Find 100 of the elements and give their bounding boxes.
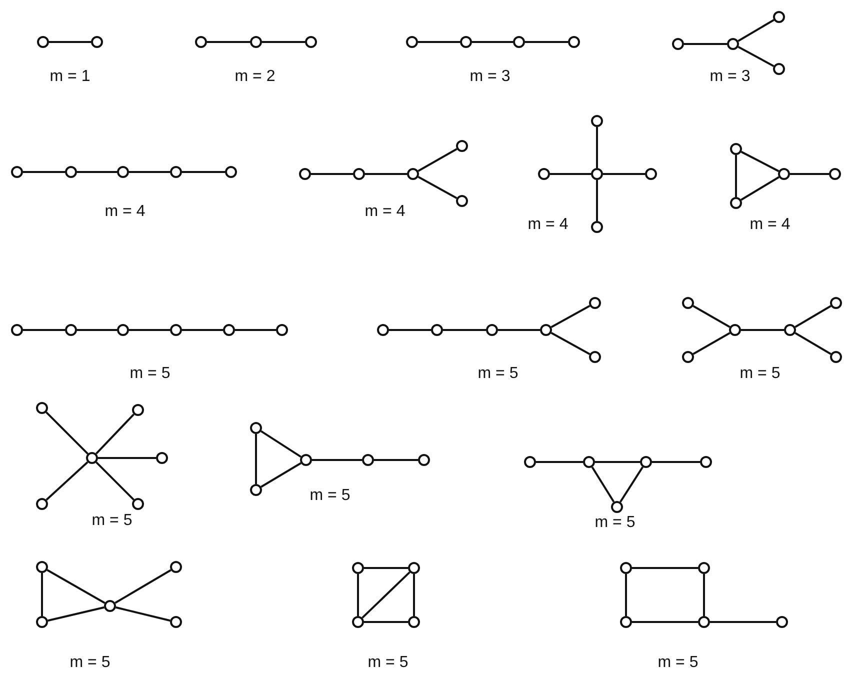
edge-line xyxy=(443,329,486,331)
edge-line xyxy=(418,148,458,172)
vertex-circle xyxy=(682,297,694,309)
edge-line xyxy=(235,329,276,331)
vertex-circle xyxy=(730,143,742,155)
edge-line xyxy=(625,574,627,616)
edge-line xyxy=(536,461,583,463)
edge-line xyxy=(418,41,460,43)
vertex-circle xyxy=(640,456,652,468)
vertex-circle xyxy=(682,351,694,363)
vertex-circle xyxy=(773,63,785,75)
edge-line xyxy=(311,173,353,175)
vertex-circle xyxy=(117,324,129,336)
edge-line xyxy=(740,150,780,172)
edge-count-label: m = 5 xyxy=(130,365,170,383)
vertex-circle xyxy=(195,36,207,48)
edge-line xyxy=(525,41,568,43)
vertex-circle xyxy=(408,562,420,574)
vertex-circle xyxy=(65,166,77,178)
edge-line xyxy=(365,173,407,175)
vertex-circle xyxy=(36,616,48,628)
vertex-circle xyxy=(700,456,712,468)
edge-line xyxy=(129,329,170,331)
vertex-circle xyxy=(829,168,841,180)
edge-line xyxy=(23,329,65,331)
edge-count-label: m = 5 xyxy=(92,512,132,530)
vertex-circle xyxy=(456,195,468,207)
edge-line xyxy=(498,329,540,331)
edge-count-label: m = 5 xyxy=(368,654,408,672)
edge-line xyxy=(692,332,730,355)
vertex-circle xyxy=(672,38,684,50)
vertex-circle xyxy=(776,616,788,628)
vertex-circle xyxy=(583,456,595,468)
vertex-circle xyxy=(773,11,785,23)
vertex-circle xyxy=(250,36,262,48)
vertex-circle xyxy=(362,454,374,466)
vertex-circle xyxy=(460,36,472,48)
vertex-circle xyxy=(611,501,623,513)
vertex-circle xyxy=(250,422,262,434)
edge-count-label: m = 5 xyxy=(740,365,780,383)
edge-line xyxy=(41,573,43,616)
vertex-circle xyxy=(730,197,742,209)
edge-count-label: m = 5 xyxy=(478,365,518,383)
vertex-circle xyxy=(486,324,498,336)
edge-line xyxy=(710,621,776,623)
edge-line xyxy=(182,329,223,331)
vertex-circle xyxy=(170,324,182,336)
edge-line xyxy=(741,329,784,331)
vertex-circle xyxy=(37,36,49,48)
edge-line xyxy=(738,19,774,42)
edge-count-label: m = 5 xyxy=(70,654,110,672)
vertex-circle xyxy=(538,168,550,180)
vertex-circle xyxy=(36,402,48,414)
vertex-circle xyxy=(698,616,710,628)
edge-count-label: m = 5 xyxy=(594,514,636,532)
edge-line xyxy=(77,171,117,173)
edge-line xyxy=(114,569,172,604)
edge-line xyxy=(260,430,302,458)
vertex-circle xyxy=(727,38,739,50)
vertex-circle xyxy=(377,324,389,336)
edge-count-label: m = 5 xyxy=(658,654,698,672)
edge-count-label: m = 4 xyxy=(528,216,568,234)
vertex-circle xyxy=(591,115,603,127)
vertex-circle xyxy=(104,600,116,612)
vertex-circle xyxy=(170,166,182,178)
edge-count-label: m = 2 xyxy=(234,68,276,86)
edge-line xyxy=(364,621,408,623)
vertex-circle xyxy=(117,166,129,178)
vertex-circle xyxy=(418,454,430,466)
vertex-circle xyxy=(431,324,443,336)
vertex-circle xyxy=(620,616,632,628)
edge-line xyxy=(129,171,170,173)
edge-line xyxy=(550,332,590,355)
vertex-circle xyxy=(91,36,103,48)
edge-count-label: m = 4 xyxy=(750,216,790,234)
edge-line xyxy=(603,173,645,175)
vertex-circle xyxy=(406,36,418,48)
vertex-circle xyxy=(156,452,168,464)
vertex-circle xyxy=(250,484,262,496)
edge-line xyxy=(794,305,832,328)
vertex-circle xyxy=(11,166,23,178)
edge-line xyxy=(632,621,698,623)
edge-line xyxy=(255,434,257,484)
vertex-circle xyxy=(591,221,603,233)
vertex-circle xyxy=(408,616,420,628)
edge-line xyxy=(413,574,415,616)
edge-line xyxy=(46,569,106,604)
edge-line xyxy=(684,43,727,45)
edge-line xyxy=(632,567,698,569)
vertex-circle xyxy=(170,561,182,573)
edge-count-label: m = 5 xyxy=(310,487,350,505)
edge-line xyxy=(619,466,644,503)
edge-line xyxy=(735,155,737,197)
vertex-circle xyxy=(305,36,317,48)
vertex-circle xyxy=(36,498,48,510)
vertex-circle xyxy=(299,168,311,180)
edge-count-label: m = 3 xyxy=(710,68,750,86)
edge-line xyxy=(374,459,418,461)
edge-line xyxy=(207,41,250,43)
vertex-circle xyxy=(86,452,98,464)
